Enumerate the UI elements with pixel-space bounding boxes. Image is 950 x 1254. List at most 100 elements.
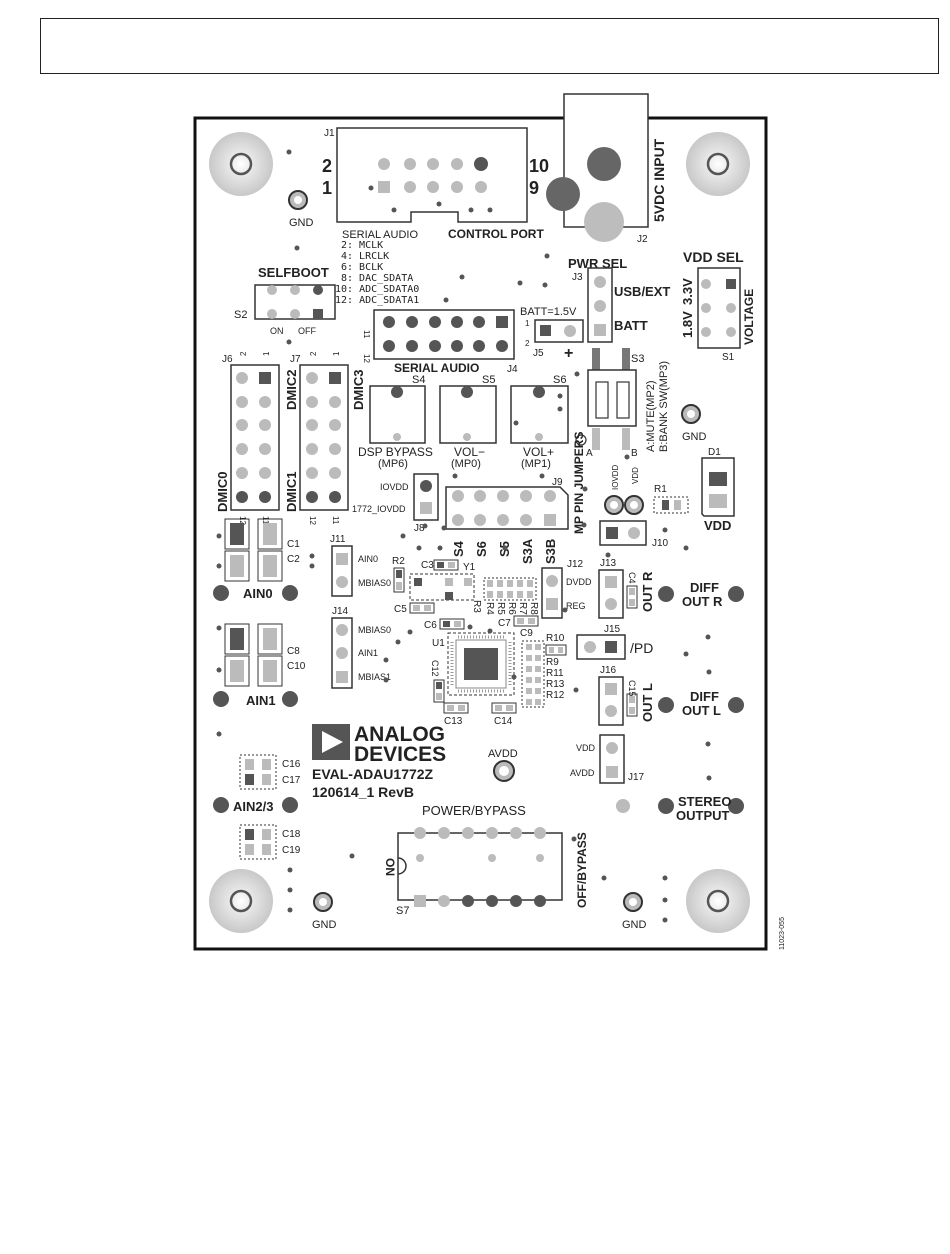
j6-label: J6 bbox=[222, 354, 233, 365]
r6-label: R6 bbox=[506, 602, 517, 615]
j15-header[interactable] bbox=[576, 634, 626, 660]
j16-header[interactable] bbox=[598, 676, 624, 726]
j17-avdd-label: AVDD bbox=[570, 768, 595, 778]
pin-list-item: 8: DAC_SDATA bbox=[341, 273, 413, 284]
pin-list: 2: MCLK 4: LRCLK 6: BCLK 8: DAC_SDATA 10… bbox=[335, 240, 419, 306]
dmic3-label: DMIC3 bbox=[351, 370, 366, 410]
s7-on-label: ON bbox=[383, 858, 397, 876]
s1-switch[interactable] bbox=[697, 267, 741, 349]
s6-button[interactable] bbox=[510, 385, 569, 444]
s7-switch[interactable] bbox=[397, 827, 563, 907]
r10-resistor bbox=[545, 644, 567, 656]
j12-header[interactable] bbox=[541, 567, 563, 619]
j17-vdd-label: VDD bbox=[576, 743, 596, 753]
s3-pin1-marker bbox=[575, 434, 587, 446]
j4-pin12-label: 12 bbox=[362, 354, 371, 363]
j6-header[interactable] bbox=[230, 364, 280, 511]
j7-pin11-label: 11 bbox=[331, 516, 340, 525]
j1-pin10-label: 10 bbox=[529, 156, 549, 176]
s2-switch[interactable] bbox=[254, 284, 336, 320]
j7-pin1-label: 1 bbox=[332, 351, 341, 356]
pin-list-item: 6: BCLK bbox=[341, 262, 383, 273]
c1-label: C1 bbox=[287, 539, 300, 550]
c17-label: C17 bbox=[282, 775, 301, 786]
j11-header[interactable] bbox=[331, 545, 353, 597]
s4-button[interactable] bbox=[369, 385, 426, 444]
s2-off-label: OFF bbox=[298, 326, 316, 336]
ain1-pad-left bbox=[213, 691, 229, 707]
j8-header[interactable] bbox=[413, 473, 439, 521]
s2-label: S2 bbox=[234, 309, 247, 321]
r1-resistor bbox=[653, 496, 689, 514]
c3-capacitor bbox=[433, 559, 459, 571]
s3-a-label: A bbox=[586, 448, 593, 459]
s3-switch[interactable] bbox=[587, 348, 637, 450]
r2-resistor bbox=[393, 567, 405, 593]
c16-label: C16 bbox=[282, 759, 301, 770]
stereo-output-pad-left bbox=[616, 799, 630, 813]
stereo-output-label-2: OUTPUT bbox=[676, 808, 730, 823]
vdd-testpoint bbox=[624, 495, 644, 515]
pin-list-item: 4: LRCLK bbox=[341, 251, 389, 262]
j2-label: J2 bbox=[637, 234, 648, 245]
dsp-bypass-label: DSP BYPASS bbox=[358, 445, 433, 459]
d1-label: D1 bbox=[708, 447, 721, 458]
diff-out-r-label-1: DIFF bbox=[690, 580, 719, 595]
j11-mbias0-label: MBIAS0 bbox=[358, 578, 391, 588]
j6-pin12-label: 12 bbox=[238, 516, 247, 525]
ain23-pad-left bbox=[213, 797, 229, 813]
j14-header[interactable] bbox=[331, 617, 353, 689]
pd-label: /PD bbox=[630, 640, 653, 656]
diff-out-r-pad-right bbox=[728, 586, 744, 602]
avdd-label: AVDD bbox=[488, 748, 518, 760]
d1-led bbox=[701, 457, 735, 517]
c19-label: C19 bbox=[282, 845, 301, 856]
c5-label: C5 bbox=[394, 604, 407, 615]
s4-label: S4 bbox=[412, 374, 425, 386]
iovdd-tp-label: IOVDD bbox=[611, 464, 620, 490]
j3-label: J3 bbox=[572, 272, 583, 283]
mounting-hole-tr bbox=[686, 132, 750, 196]
c3-label: C3 bbox=[421, 560, 434, 571]
r4-label: R4 bbox=[484, 602, 495, 615]
j15-label: J15 bbox=[604, 624, 621, 635]
j10-header[interactable] bbox=[599, 520, 647, 546]
d1-vdd-label: VDD bbox=[704, 518, 731, 533]
iovdd-testpoint bbox=[604, 495, 624, 515]
c5-capacitor bbox=[409, 602, 435, 614]
j9-s4-label: S4 bbox=[451, 540, 466, 557]
j7-pin2-label: 2 bbox=[309, 351, 318, 356]
board-outline bbox=[193, 116, 768, 951]
gnd-label-br: GND bbox=[622, 919, 647, 931]
vdd-tp-label: VDD bbox=[631, 467, 640, 484]
j9-header[interactable] bbox=[445, 486, 569, 530]
off-bypass-label: OFF/BYPASS bbox=[575, 832, 589, 908]
r5-label: R5 bbox=[495, 602, 506, 615]
j12-reg-label: REG bbox=[566, 601, 586, 611]
mp-pin-jumpers-label: MP PIN JUMPERS bbox=[572, 432, 586, 534]
power-jack-pin-side bbox=[546, 177, 580, 211]
figure-id-label: 11023-055 bbox=[779, 917, 786, 950]
c4-capacitor bbox=[626, 585, 638, 609]
j14-mbias1-label: MBIAS1 bbox=[358, 672, 391, 682]
j17-header[interactable] bbox=[599, 734, 625, 784]
j3-header[interactable] bbox=[587, 267, 613, 343]
c12-label: C12 bbox=[430, 660, 440, 677]
j9-s3b-label: S3B bbox=[543, 539, 558, 564]
j4-header[interactable] bbox=[373, 309, 515, 360]
j6-pin2-label: 2 bbox=[239, 351, 248, 356]
gnd-label-bl: GND bbox=[312, 919, 337, 931]
j8-label: J8 bbox=[414, 523, 425, 534]
c13-capacitor bbox=[443, 702, 469, 714]
j10-label: J10 bbox=[652, 538, 669, 549]
j13-header[interactable] bbox=[598, 569, 624, 619]
j5-header[interactable] bbox=[534, 319, 584, 343]
j7-header[interactable] bbox=[299, 364, 349, 511]
dmic2-label: DMIC2 bbox=[284, 370, 299, 410]
mp6-label: (MP6) bbox=[378, 458, 408, 470]
ain0-pad-right bbox=[282, 585, 298, 601]
u1-label: U1 bbox=[432, 638, 445, 649]
s5-button[interactable] bbox=[439, 385, 497, 444]
dmic1-label: DMIC1 bbox=[284, 472, 299, 512]
gnd-testpoint-br bbox=[623, 892, 643, 912]
